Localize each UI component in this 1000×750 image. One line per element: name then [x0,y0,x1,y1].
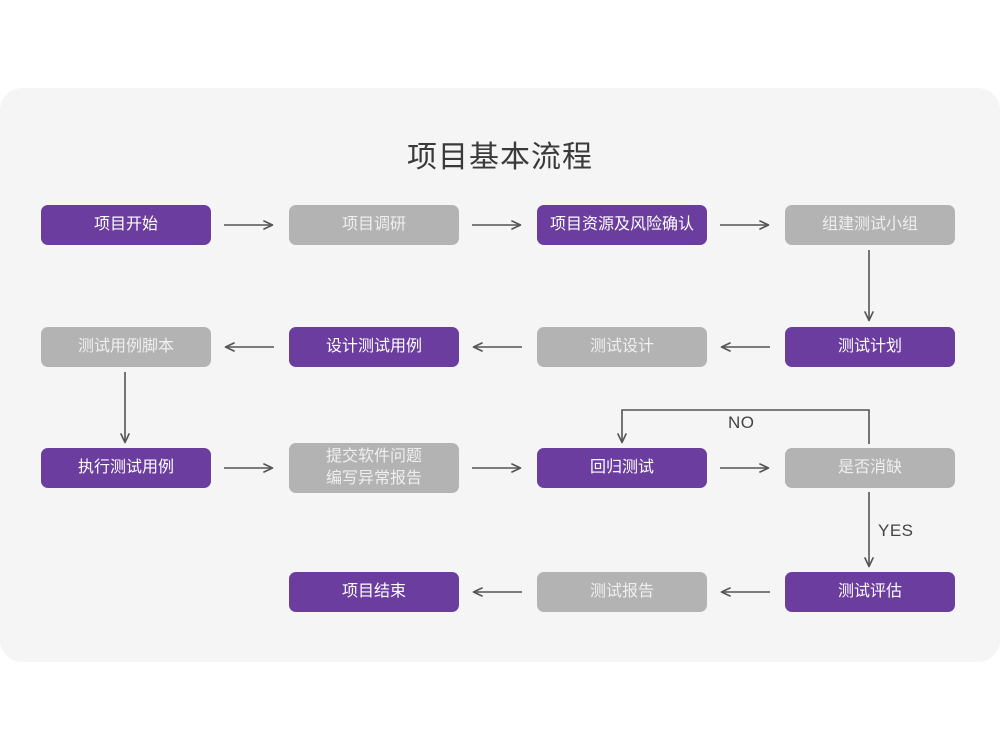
node-design-test-cases[interactable]: 设计测试用例 [289,327,459,367]
node-project-start[interactable]: 项目开始 [41,205,211,245]
node-test-case-scripts[interactable]: 测试用例脚本 [41,327,211,367]
node-form-test-team[interactable]: 组建测试小组 [785,205,955,245]
node-resource-risk-confirm[interactable]: 项目资源及风险确认 [537,205,707,245]
page-title: 项目基本流程 [407,141,593,174]
node-project-end[interactable]: 项目结束 [289,572,459,612]
node-regression-test[interactable]: 回归测试 [537,448,707,488]
edge-label-yes: YES [878,521,914,540]
node-test-evaluation[interactable]: 测试评估 [785,572,955,612]
edge-label-no: NO [728,413,755,432]
node-execute-test-cases[interactable]: 执行测试用例 [41,448,211,488]
node-test-design[interactable]: 测试设计 [537,327,707,367]
node-defect-resolved[interactable]: 是否消缺 [785,448,955,488]
edge-n12-n11-no [617,409,870,444]
node-project-research[interactable]: 项目调研 [289,205,459,245]
node-test-report[interactable]: 测试报告 [537,572,707,612]
node-test-plan[interactable]: 测试计划 [785,327,955,367]
node-submit-issues-report[interactable]: 提交软件问题 编写异常报告 [289,443,459,493]
diagram-card [0,88,1000,662]
